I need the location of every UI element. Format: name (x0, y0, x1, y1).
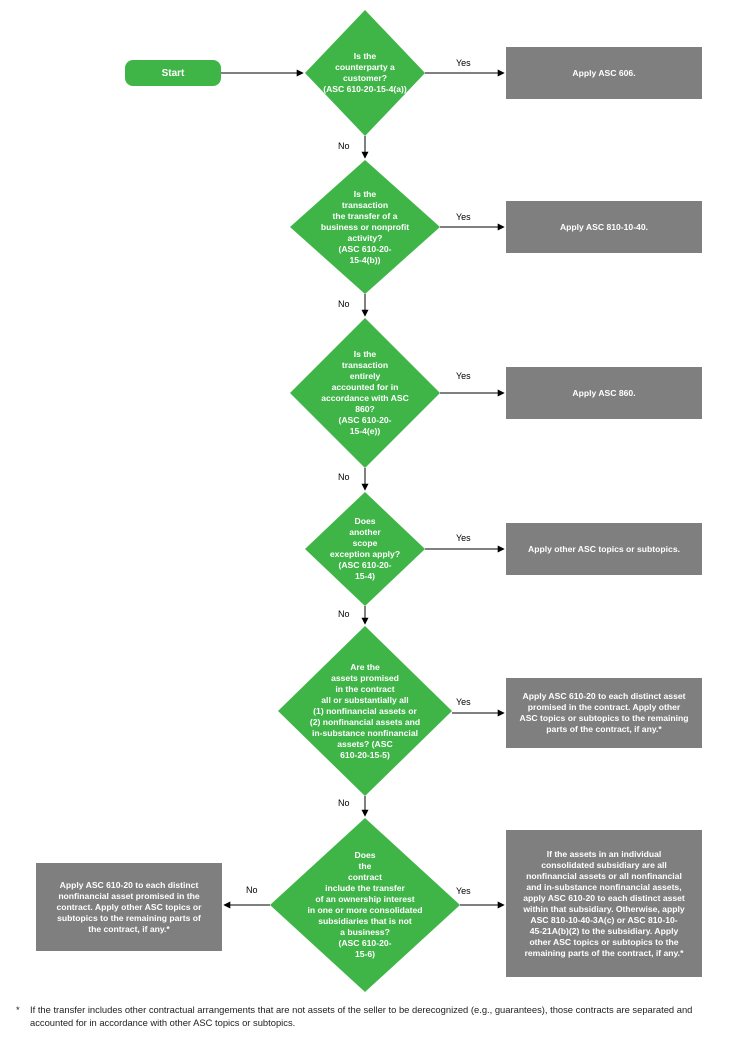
decision-5-text: Are the assets promised in the contract … (309, 661, 421, 760)
no-label-5: No (338, 798, 350, 808)
decision-3-diamond (290, 318, 440, 468)
outcome-box-7: Apply ASC 610-20 to each distinct nonfin… (36, 863, 222, 951)
no-label-6: No (246, 885, 258, 895)
no-label-2: No (338, 299, 350, 309)
decision-6-text: Does the contract include the transfer o… (307, 850, 423, 959)
outcome-box-3: Apply ASC 860. (506, 367, 702, 419)
yes-label-2: Yes (456, 212, 471, 222)
decision-4-diamond (305, 492, 425, 606)
decision-4-text: Does another scope exception apply? (ASC… (329, 516, 401, 581)
yes-label-6: Yes (456, 886, 471, 896)
outcome-box-2: Apply ASC 810-10-40. (506, 201, 702, 253)
start-node: Start (125, 60, 221, 86)
no-label-3: No (338, 472, 350, 482)
footnote: * If the transfer includes other contrac… (16, 1003, 726, 1029)
decision-6-diamond (270, 818, 460, 992)
outcome-box-5: Apply ASC 610-20 to each distinct asset … (506, 678, 702, 748)
yes-label-4: Yes (456, 533, 471, 543)
no-label-1: No (338, 141, 350, 151)
no-label-4: No (338, 609, 350, 619)
decision-5-diamond (278, 626, 452, 796)
decision-1-text: Is the counterparty a customer? (ASC 610… (323, 51, 407, 94)
outcome-box-6: If the assets in an individual consolida… (506, 830, 702, 977)
outcome-box-1: Apply ASC 606. (506, 47, 702, 99)
yes-label-1: Yes (456, 58, 471, 68)
yes-label-3: Yes (456, 371, 471, 381)
decision-3-text: Is the transaction entirely accounted fo… (321, 349, 409, 436)
decision-1-diamond (305, 10, 425, 136)
outcome-box-4: Apply other ASC topics or subtopics. (506, 523, 702, 575)
decision-2-text: Is the transaction the transfer of a bus… (320, 188, 410, 265)
footnote-marker: * (16, 1004, 20, 1015)
footnote-text: If the transfer includes other contractu… (30, 1004, 693, 1028)
decision-2-diamond (290, 160, 440, 294)
yes-label-5: Yes (456, 697, 471, 707)
